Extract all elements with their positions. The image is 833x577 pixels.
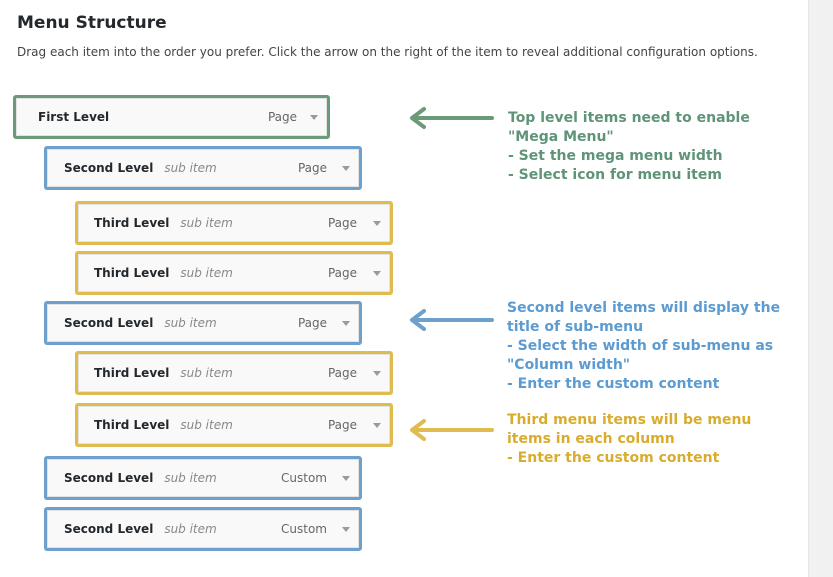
arrow-left-icon-top-level [410,107,494,129]
expand-arrow-icon[interactable] [373,271,381,276]
note-line: - Enter the custom content [507,450,720,466]
menu-item-inner-border [78,354,390,392]
expand-arrow-icon[interactable] [342,527,350,532]
menu-item-sub-label: sub item [164,522,217,536]
menu-item-type: Page [327,216,357,230]
expand-arrow-icon[interactable] [342,476,350,481]
menu-item-label: Third Level [94,216,170,230]
page-description: Drag each item into the order you prefer… [17,45,758,59]
menu-item-label: Third Level [94,418,170,432]
menu-item-type: Custom [281,522,327,536]
arrow-left-icon-second-level [410,309,494,331]
menu-item-level-2[interactable]: Second Level sub item Custom [44,507,362,551]
menu-item-inner-border [47,304,359,342]
menu-structure-panel: Menu Structure Drag each item into the o… [0,0,809,577]
menu-item-type: Page [327,266,357,280]
menu-item-level-2[interactable]: Second Level sub item Page [44,146,362,190]
menu-item-inner-border [47,149,359,187]
menu-item-label: Second Level [64,316,154,330]
menu-item-type: Page [297,161,327,175]
note-line: "Column width" [507,357,631,373]
expand-arrow-icon[interactable] [342,166,350,171]
menu-item-label: Third Level [94,366,170,380]
menu-item-label: Second Level [64,471,154,485]
menu-item-sub-label: sub item [180,216,233,230]
menu-item-type: Page [267,110,297,124]
note-second-level: Second level items will display the titl… [507,299,780,394]
expand-arrow-icon[interactable] [310,115,318,120]
menu-item-label: Second Level [64,161,154,175]
menu-item-inner-border [47,459,359,497]
menu-item-level-3[interactable]: Third Level sub item Page [75,251,393,295]
menu-item-level-3[interactable]: Third Level sub item Page [75,351,393,395]
menu-item-sub-label: sub item [164,471,217,485]
note-line: "Mega Menu" [508,129,614,145]
expand-arrow-icon[interactable] [342,321,350,326]
note-line: items in each column [507,431,675,447]
menu-item-level-3[interactable]: Third Level sub item Page [75,201,393,245]
note-line: title of sub-menu [507,319,644,335]
menu-item-type: Page [297,316,327,330]
menu-item-level-2[interactable]: Second Level sub item Custom [44,456,362,500]
menu-item-inner-border [47,510,359,548]
menu-item-type: Custom [281,471,327,485]
menu-item-level-3[interactable]: Third Level sub item Page [75,403,393,447]
note-line: - Select icon for menu item [508,167,722,183]
menu-item-sub-label: sub item [164,316,217,330]
menu-item-inner-border [78,406,390,444]
note-top-level: Top level items need to enable "Mega Men… [508,109,750,185]
menu-item-label: Second Level [64,522,154,536]
note-third-level: Third menu items will be menu items in e… [507,411,751,468]
expand-arrow-icon[interactable] [373,371,381,376]
menu-item-sub-label: sub item [180,266,233,280]
menu-item-type: Page [327,366,357,380]
menu-item-label: Third Level [94,266,170,280]
menu-item-sub-label: sub item [180,418,233,432]
menu-item-level-1[interactable]: First Level Page [13,95,330,139]
arrow-left-icon-third-level [410,419,494,441]
note-line: Top level items need to enable [508,110,750,126]
expand-arrow-icon[interactable] [373,221,381,226]
note-line: Third menu items will be menu [507,412,752,428]
menu-item-type: Page [327,418,357,432]
menu-item-sub-label: sub item [180,366,233,380]
note-line: - Set the mega menu width [508,148,723,164]
note-line: Second level items will display the [507,300,781,316]
menu-item-label: First Level [38,110,110,124]
menu-item-inner-border [78,204,390,242]
page-title: Menu Structure [17,13,167,33]
menu-item-inner-border [16,98,327,136]
menu-item-inner-border [78,254,390,292]
expand-arrow-icon[interactable] [373,423,381,428]
note-line: - Select the width of sub-menu as [507,338,774,354]
note-line: - Enter the custom content [507,376,720,392]
menu-item-level-2[interactable]: Second Level sub item Page [44,301,362,345]
right-scroll-area [809,0,833,577]
menu-item-sub-label: sub item [164,161,217,175]
